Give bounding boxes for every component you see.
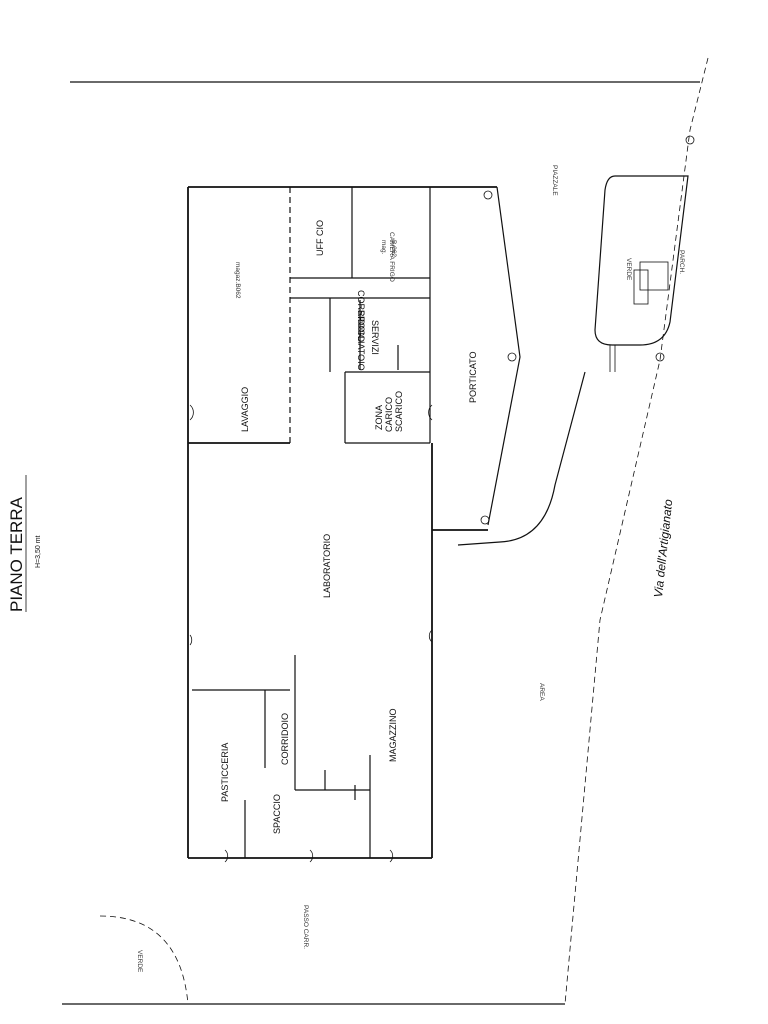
green-quarter-arc xyxy=(99,915,189,1005)
street-label: Via dell'Artigianato xyxy=(651,498,675,598)
outside-label-verde-top: VERDE xyxy=(625,258,632,281)
boundary-marker-icon xyxy=(655,352,665,362)
room-label-pasticceria: PASTICCERIA xyxy=(220,743,230,802)
room-label-carico: CARICO xyxy=(384,397,394,432)
outside-label-piazzale: PIAZZALE xyxy=(551,165,558,196)
building-outline xyxy=(187,186,521,859)
outside-label-parcheggio: PARCH. xyxy=(678,250,685,274)
room-label-camera-frigo: CAMERA FRIGO xyxy=(388,232,395,282)
room-label-ufficio: UFF CIO xyxy=(315,220,325,256)
driveway-curve xyxy=(457,371,586,546)
tree-icon xyxy=(639,261,669,291)
outside-label-passo-carr: PASSO CARR. xyxy=(302,905,309,949)
plan-title: PIANO TERRA H=3,50 mt xyxy=(7,475,42,612)
room-label-zona-carico: ZONA xyxy=(374,405,384,430)
outside-label-area: AREA xyxy=(538,683,545,701)
title-sub: H=3,50 mt xyxy=(35,535,42,568)
outside-label-verde-bottom: VERDE xyxy=(136,950,143,973)
room-label-spogliatoio: SPOGLIATOIO xyxy=(356,310,366,371)
title-main: PIANO TERRA xyxy=(7,496,26,612)
room-label-magaz: magaz.B062 xyxy=(234,262,241,299)
room-label-lavaggio: LAVAGGIO xyxy=(240,387,250,432)
door-swings xyxy=(189,404,433,863)
property-boundary xyxy=(62,57,709,1005)
green-island xyxy=(594,175,689,372)
room-label-corridoio-bottom: CORRIDOIO xyxy=(280,713,290,765)
room-label-magazzino: MAGAZZINO xyxy=(388,709,398,763)
room-label-servizi: SERVIZI xyxy=(370,320,380,355)
room-label-spaccio: SPACCIO xyxy=(272,794,282,834)
interior-walls xyxy=(192,187,431,858)
room-label-mag-small: mag. xyxy=(380,240,387,255)
room-label-mag-small-2: B.062 xyxy=(390,240,397,257)
room-label-laboratorio: LABORATORIO xyxy=(322,534,332,598)
room-label-porticato: PORTICATO xyxy=(468,351,478,403)
room-label-corridoio-top: CORRIDOIO xyxy=(356,290,366,342)
room-label-scarico: SCARICO xyxy=(394,391,404,432)
boundary-marker-icon xyxy=(685,135,695,145)
